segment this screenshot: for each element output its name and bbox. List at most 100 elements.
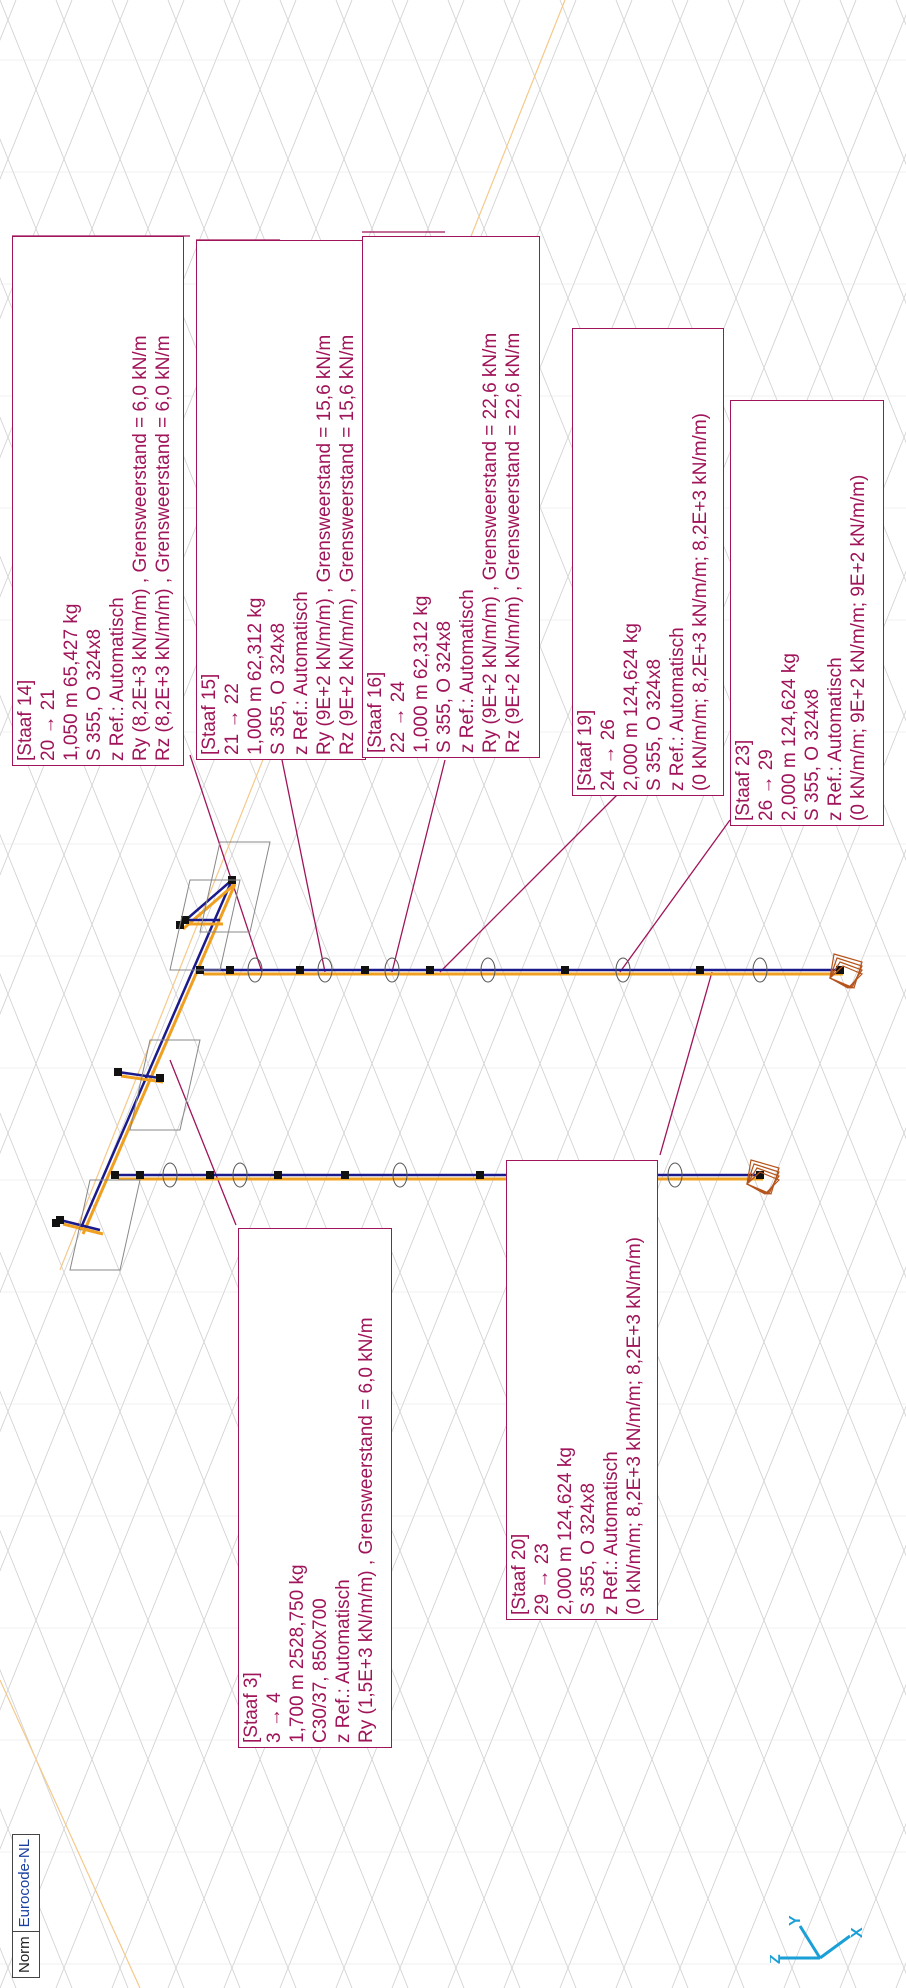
support-icon: [746, 1159, 780, 1195]
grid-line: [0, 1112, 353, 1988]
label-line: Ry (8,2E+3 kN/m/m) , Grensweerstand = 6,…: [130, 335, 151, 761]
x-axis-line: [819, 1934, 851, 1960]
label-line: [Staaf 20]: [509, 1533, 530, 1615]
label-line: S 355, O 324x8: [802, 688, 823, 821]
grid-line: [0, 1529, 185, 1988]
hinge-ellipse: [480, 957, 496, 983]
label-line: 3 → 4: [264, 1692, 285, 1743]
label-line: 1,050 m 65,427 kg: [61, 603, 82, 761]
label-staaf-14[interactable]: [Staaf 14] 20 → 21 1,050 m 65,427 kg S 3…: [12, 236, 184, 766]
member-diagonal-beam-offset: [81, 883, 237, 1235]
section-frame: [199, 841, 271, 933]
grid-line: [895, 1962, 906, 1988]
label-line: [Staaf 19]: [575, 709, 596, 791]
leader-line: [391, 759, 446, 973]
label-line: Ry (1,5E+3 kN/m/m) , Grensweerstand = 6,…: [356, 1317, 377, 1743]
x-axis-label: X: [849, 1927, 866, 1938]
label-staaf-16[interactable]: [Staaf 16] 22 → 24 1,000 m 62,312 kg S 3…: [362, 236, 540, 758]
section-frame: [169, 879, 241, 971]
label-line: [Staaf 3]: [241, 1672, 262, 1743]
hinge-ellipse: [667, 1162, 683, 1188]
label-line: 2,000 m 124,624 kg: [621, 623, 642, 791]
label-line: 1,000 m 62,312 kg: [245, 597, 266, 755]
label-staaf-23[interactable]: [Staaf 23] 26 → 29 2,000 m 124,624 kg S …: [730, 400, 884, 826]
norm-indicator: Norm Eurocode-NL: [12, 1833, 40, 1978]
node-marker: [114, 1068, 122, 1076]
z-axis-label: Z: [770, 1954, 784, 1964]
grid-line: [0, 0, 689, 1711]
reference-line: [0, 1679, 141, 1988]
label-staaf-15[interactable]: [Staaf 15] 21 → 22 1,000 m 62,312 kg S 3…: [196, 240, 366, 760]
label-line: z Ref.: Automatisch: [825, 657, 846, 821]
hinge-ellipse: [247, 957, 263, 983]
hinge-ellipse: [232, 1162, 248, 1188]
node-marker: [136, 1171, 144, 1179]
label-line: z Ref.: Automatisch: [457, 589, 478, 753]
label-line: 24 → 26: [598, 719, 619, 791]
label-line: Ry (9E+2 kN/m/m) , Grensweerstand = 15,6…: [314, 334, 335, 755]
leader-line: [619, 819, 731, 973]
label-line: z Ref.: Automatisch: [667, 627, 688, 791]
label-line: 1,700 m 2528,750 kg: [287, 1564, 308, 1743]
node-marker: [696, 966, 704, 974]
label-line: 2,000 m 124,624 kg: [779, 653, 800, 821]
support-icon: [828, 965, 864, 989]
label-line: (0 kN/m/m; 9E+2 kN/m/m; 9E+2 kN/m/m): [848, 474, 869, 821]
hinge-ellipse: [615, 957, 631, 983]
grid-line: [615, 1266, 906, 1988]
leader-line: [439, 791, 621, 973]
grid-line: [783, 0, 906, 305]
grid-line: [839, 1822, 906, 1988]
label-line: (0 kN/m/m; 8,2E+3 kN/m/m; 8,2E+3 kN/m/m): [624, 1237, 645, 1615]
node-marker: [361, 966, 369, 974]
node-marker: [561, 966, 569, 974]
label-line: S 355, O 324x8: [644, 658, 665, 791]
grid-line: [895, 0, 906, 26]
grid-line: [335, 570, 906, 1988]
section-frame: [129, 1039, 201, 1131]
label-line: z Ref.: Automatisch: [107, 597, 128, 761]
support-icon: [745, 1171, 781, 1195]
member-branch-offset: [182, 882, 236, 931]
norm-value: Eurocode-NL: [16, 1838, 33, 1928]
node-marker: [296, 966, 304, 974]
grid-line: [0, 1390, 241, 1988]
label-line: Rz (9E+2 kN/m/m) , Grensweerstand = 15,6…: [337, 334, 358, 755]
grid-line: [0, 1251, 297, 1988]
grid-line: [727, 0, 906, 444]
grid-line: [671, 1405, 906, 1988]
label-line: S 355, O 324x8: [434, 620, 455, 753]
hinge-ellipse: [384, 957, 400, 983]
label-line: 26 → 29: [756, 749, 777, 821]
label-line: [Staaf 16]: [365, 671, 386, 753]
label-line: 1,000 m 62,312 kg: [411, 595, 432, 753]
node-marker: [52, 1219, 60, 1227]
grid-line: [559, 1127, 906, 1988]
node-marker: [426, 966, 434, 974]
node-marker: [206, 1171, 214, 1179]
label-staaf-3[interactable]: [Staaf 3] 3 → 4 1,700 m 2528,750 kg C30/…: [238, 1228, 392, 1748]
leader-line: [169, 1059, 237, 1226]
grid-line: [839, 0, 906, 166]
grid-line: [559, 0, 906, 861]
grid-line: [503, 987, 906, 1988]
node-marker: [341, 1171, 349, 1179]
label-line: S 355, O 324x8: [578, 1482, 599, 1615]
node-marker: [756, 1171, 764, 1179]
label-line: 22 → 24: [388, 681, 409, 753]
leader-line: [659, 971, 713, 1156]
grid-line: [279, 431, 906, 1988]
node-marker: [226, 966, 234, 974]
label-line: [Staaf 23]: [733, 739, 754, 821]
label-staaf-20[interactable]: [Staaf 20] 29 → 23 2,000 m 124,624 kg S …: [506, 1160, 658, 1620]
label-line: z Ref.: Automatisch: [601, 1451, 622, 1615]
grid-line: [615, 0, 906, 722]
label-staaf-19[interactable]: [Staaf 19] 24 → 26 2,000 m 124,624 kg S …: [572, 328, 724, 796]
node-marker: [181, 916, 189, 924]
grid-line: [671, 0, 906, 583]
label-line: 20 → 21: [38, 689, 59, 761]
node-marker: [476, 1171, 484, 1179]
grid-line: [727, 1544, 906, 1988]
label-line: [Staaf 14]: [15, 679, 36, 761]
